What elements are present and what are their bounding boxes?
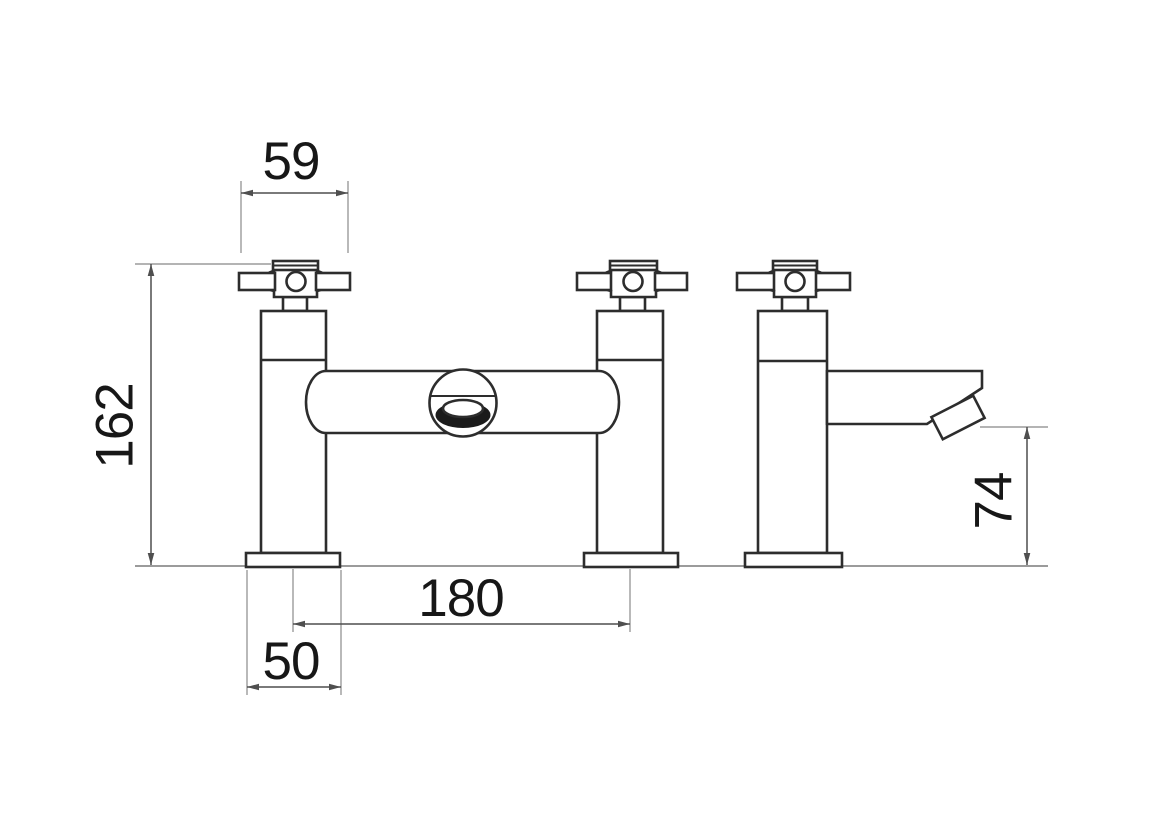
arrowhead [241, 189, 253, 197]
handle-center-boss [285, 270, 307, 293]
dimension-arrowheads [147, 189, 1031, 691]
side-view [735, 259, 987, 569]
handle-bar-left [575, 271, 613, 292]
spout-nozzle [929, 393, 987, 442]
handle-bar-right [314, 271, 352, 292]
arrowhead [247, 683, 259, 691]
dim-label-spout-height: 74 [965, 473, 1024, 530]
dim-label-base-width: 50 [263, 632, 320, 691]
handle-bar-right [653, 271, 689, 292]
handle-bar-left [735, 271, 776, 292]
front-left-pillar [237, 259, 352, 569]
dim-label-handle-width: 59 [263, 132, 320, 191]
arrowhead [618, 620, 630, 628]
outlet-inner-face [441, 398, 485, 419]
pillar-body [756, 309, 829, 555]
dim-label-pillar-centres: 180 [418, 569, 503, 628]
arrowhead [147, 264, 155, 276]
arrowhead [1023, 553, 1031, 565]
valve-neck [618, 295, 647, 313]
front-view [237, 259, 689, 569]
valve-neck [780, 295, 810, 313]
dimension-labels: 59 162 180 50 74 [86, 132, 1024, 691]
base-flange [244, 551, 342, 569]
front-right-pillar [575, 259, 689, 569]
arrowhead [336, 189, 348, 197]
pillar-body [595, 309, 665, 555]
diverter-sphere [428, 368, 498, 438]
handle-center-boss [784, 270, 806, 293]
arrowhead [1023, 427, 1031, 439]
arrowhead [147, 553, 155, 565]
dimension-lines [150, 192, 1028, 688]
valve-neck [281, 295, 309, 313]
spout [825, 369, 987, 442]
handle-bar-left [237, 271, 277, 292]
arrowhead [329, 683, 341, 691]
base-flange [743, 551, 844, 569]
side-pillar [735, 259, 852, 569]
handle-bar-right [814, 271, 852, 292]
base-flange [582, 551, 680, 569]
dim-label-overall-height: 162 [86, 383, 145, 468]
arrowhead [293, 620, 305, 628]
pillar-body [259, 309, 328, 555]
handle-center-boss [622, 270, 644, 293]
